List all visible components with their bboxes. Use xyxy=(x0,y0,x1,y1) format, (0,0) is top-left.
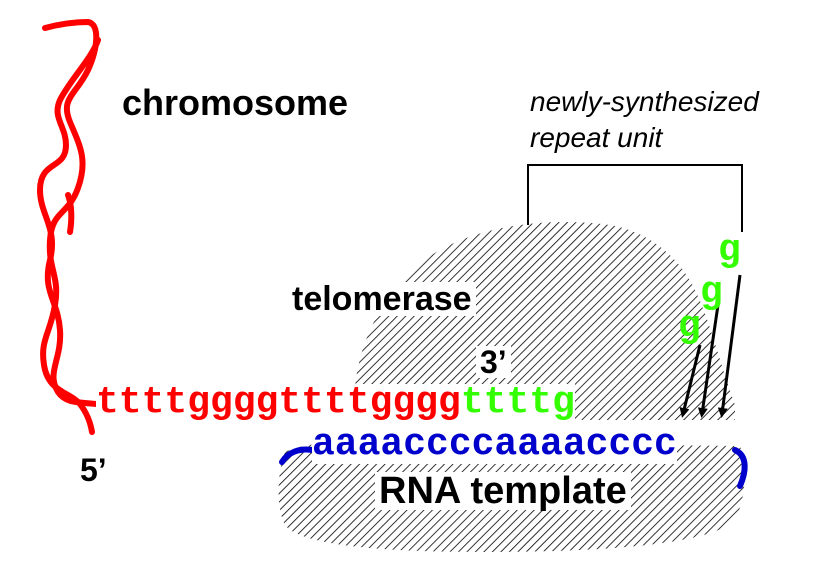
rna-left-hook xyxy=(279,446,315,465)
incoming-nucleotide-1: g xyxy=(678,305,701,348)
annotation-line1: newly-synthesized xyxy=(530,86,759,117)
telomerase-enzyme xyxy=(355,221,735,420)
three-prime-label: 3’ xyxy=(476,346,511,378)
incoming-nucleotide-2: g xyxy=(700,271,723,314)
dna-existing-sequence: ttttggggttttgggg xyxy=(96,381,461,424)
rna-template-label: RNA template xyxy=(375,472,631,510)
nucleotide-arrows xyxy=(679,274,742,418)
dna-new-sequence: ttttg xyxy=(460,381,575,424)
rna-sequence: aaaaccccaaaacccc xyxy=(312,423,677,466)
annotation-line2: repeat unit xyxy=(530,122,663,153)
telomerase-label: telomerase xyxy=(288,282,476,316)
chromosome-label: chromosome xyxy=(122,82,349,123)
incoming-nucleotide-3: g xyxy=(718,229,741,272)
repeat-unit-bracket xyxy=(527,164,743,232)
chromosome-strand xyxy=(36,18,101,435)
five-prime-label: 5’ xyxy=(80,452,107,488)
rna-right-hook xyxy=(732,447,748,489)
dna-strand: ttttggggttttggggttttg xyxy=(96,384,575,422)
